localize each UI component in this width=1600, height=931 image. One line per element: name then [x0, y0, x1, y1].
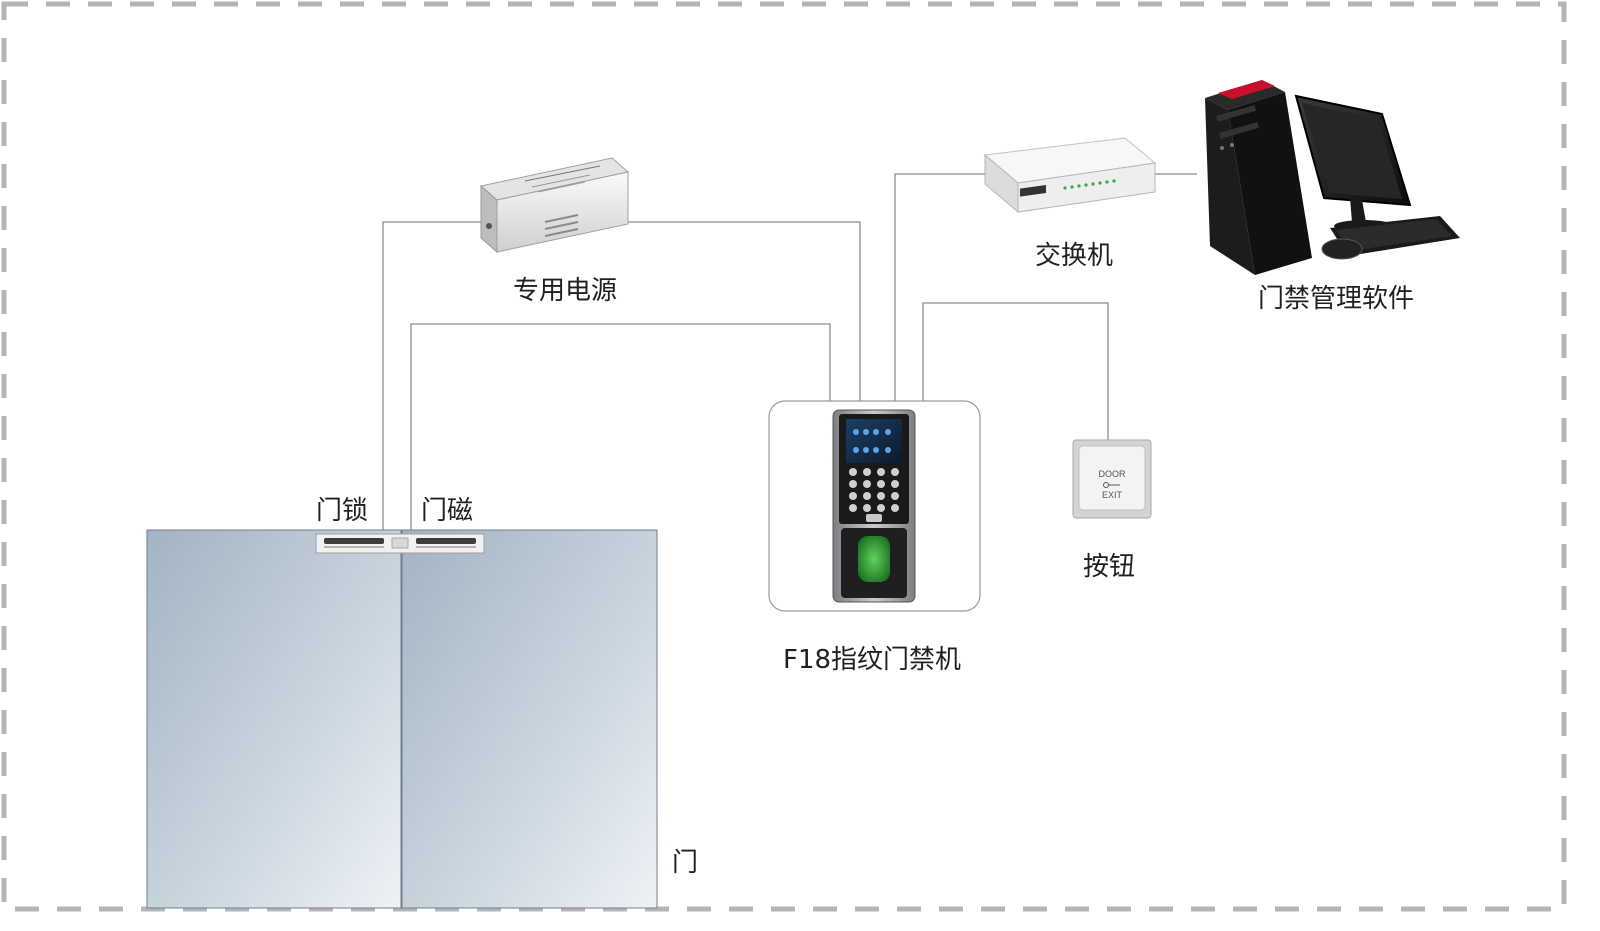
- exit-button-text-door: DOOR: [1099, 469, 1127, 479]
- exit-button-text-exit: EXIT: [1102, 490, 1123, 500]
- label-button: 按钮: [1083, 552, 1136, 582]
- wire-reader-to-button: [922, 302, 1109, 442]
- network-switch-icon: [983, 137, 1157, 214]
- door-left-panel: [146, 529, 402, 909]
- fingerprint-reader-icon: [832, 409, 916, 603]
- label-door: 门: [672, 848, 699, 878]
- label-lock: 门锁: [316, 496, 369, 526]
- label-reader: F18指纹门禁机: [783, 645, 962, 675]
- power-supply-icon: [479, 157, 630, 254]
- exit-button-icon: DOOR EXIT: [1072, 439, 1152, 519]
- door: [146, 529, 658, 909]
- wire-magnet-to-reader: [410, 323, 831, 530]
- wire-power-to-lock: [382, 221, 488, 530]
- label-software: 门禁管理软件: [1258, 284, 1415, 314]
- door-right-panel: [401, 529, 658, 909]
- computer-icon: [1205, 80, 1460, 275]
- magnetic-lock-icon: [315, 533, 485, 554]
- wires: [382, 173, 1197, 530]
- label-switch: 交换机: [1035, 241, 1114, 271]
- label-magnet: 门磁: [421, 496, 474, 526]
- wire-power-to-reader: [625, 221, 861, 402]
- dashed-frame: [1, 1, 1567, 912]
- wire-reader-to-switch: [894, 173, 992, 402]
- label-power-supply: 专用电源: [513, 276, 618, 306]
